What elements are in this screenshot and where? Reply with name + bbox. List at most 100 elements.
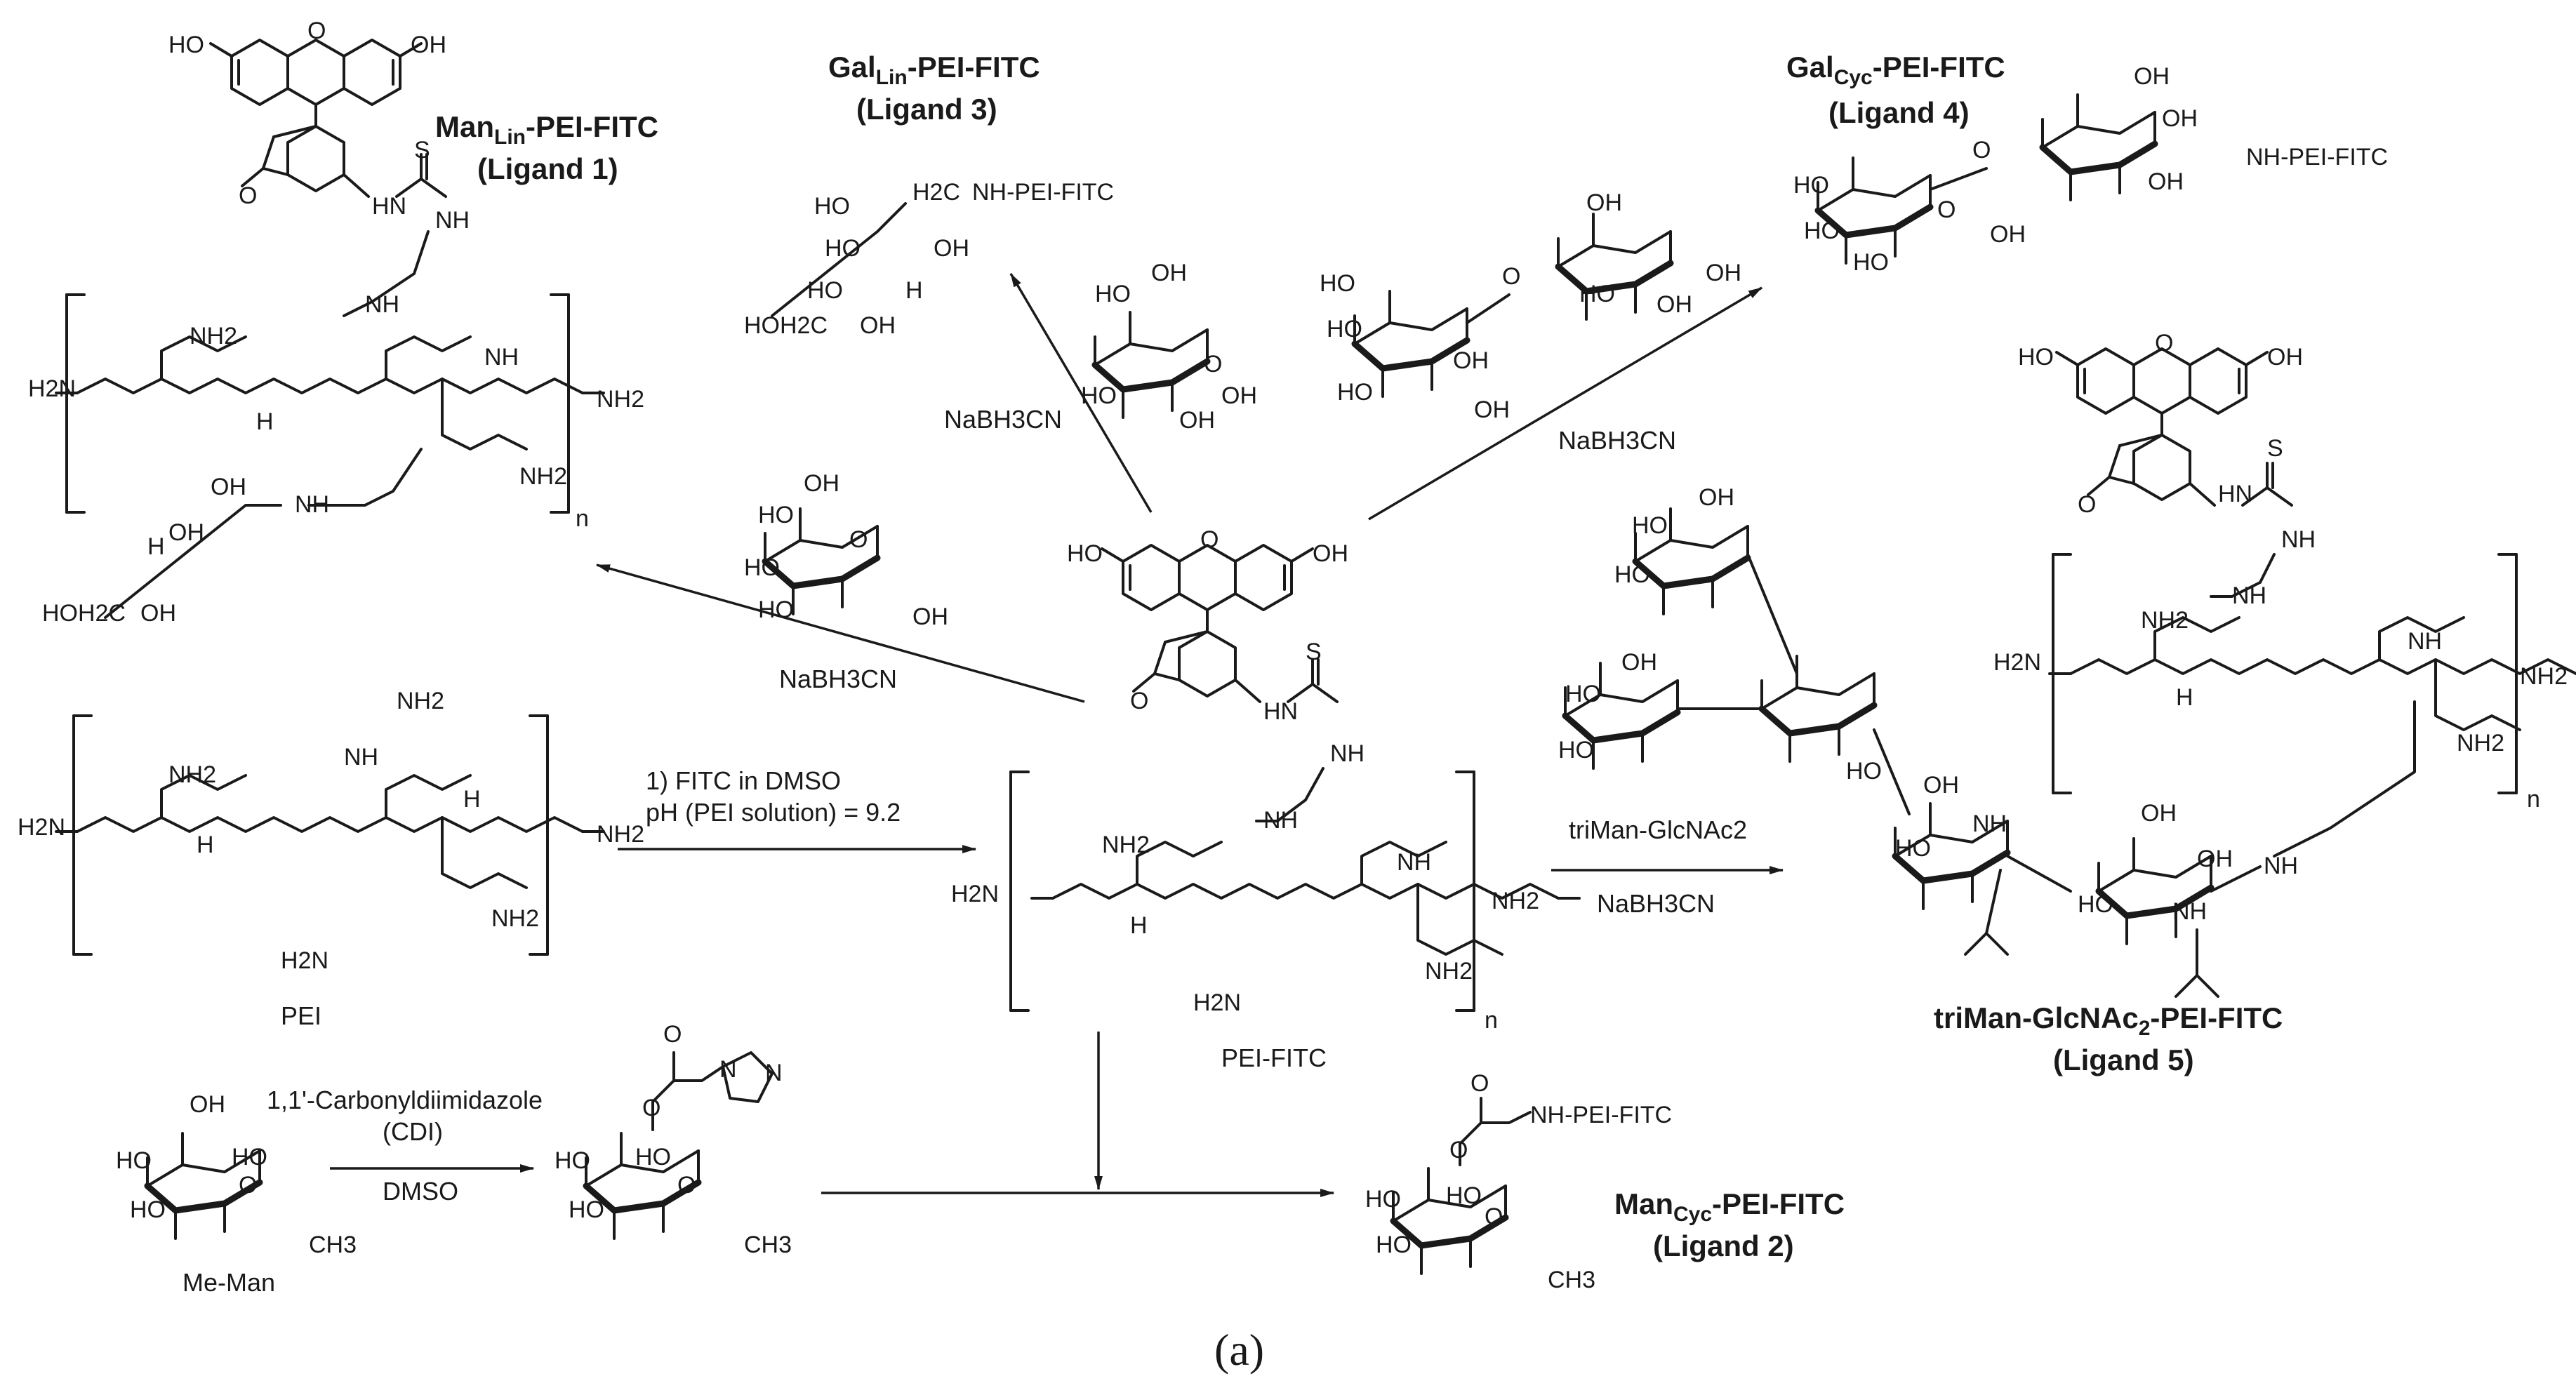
ligand5-man2-ho2: HO [1558, 737, 1594, 763]
me-man-oh-top: OH [190, 1091, 225, 1118]
mannose-o: O [849, 526, 868, 553]
pei-nh-b: H [463, 786, 481, 813]
ligand1-nh-a: H [256, 408, 274, 435]
reductant-ligand4: NaBH3CN [1558, 426, 1676, 455]
pei-nh2-end: NH2 [597, 821, 644, 848]
ligand4-structure: O OH OH OH NH-PEI-FITC HO HO HO OH O [1793, 63, 2388, 276]
ligand5-man3-ho: HO [1846, 758, 1882, 785]
pei-fitc-carbonyl-o: O [1130, 688, 1148, 714]
ligand3-oh3: HO [825, 235, 861, 262]
mannose-reagent: OH HO HO HO O OH [744, 470, 948, 630]
ligand5-man2-oh: OH [1621, 649, 1657, 676]
ligand3-label: (Ligand 3) [856, 93, 997, 126]
ligand5-man2-ho: HO [1565, 681, 1601, 707]
disaccharide-oh-e: OH [1453, 347, 1489, 374]
galactose-oh-top: OH [1151, 260, 1187, 286]
ligand1-h2n: H2N [28, 375, 76, 402]
pei-top-nh2: NH2 [397, 688, 444, 714]
ligand5-h2n: H2N [1993, 649, 2041, 676]
cdi-och3: CH3 [744, 1232, 792, 1258]
galactose-oh-c1: OH [1221, 382, 1257, 409]
pei-fitc-nh-a: H [1130, 912, 1148, 939]
ligand5-carbonyl-o: O [2078, 491, 2096, 518]
pei-fitc-hn: HN [1263, 698, 1298, 725]
ligand5-nh-link: NH [2232, 582, 2266, 609]
ligand1-title: ManLin-PEI-FITC [435, 110, 658, 149]
ligand2-o-ring: O [1485, 1203, 1503, 1230]
pei-h: H [197, 832, 214, 858]
ligand3-nh-pei: NH-PEI-FITC [972, 179, 1114, 206]
ligand5-fitc-ho: HO [2018, 344, 2054, 371]
ligand5-nh: NH [2281, 526, 2316, 553]
ligand5-glc2-oh2: OH [2197, 846, 2233, 872]
ligand4-ho-c: HO [1853, 249, 1889, 276]
ligand5-nh2-lower: NH2 [2457, 730, 2504, 756]
condition-fitc-dmso: 1) FITC in DMSO [646, 766, 841, 795]
pei-fitc-nh2-lower: NH2 [1425, 958, 1473, 985]
pei-fitc-o-ring: O [1200, 526, 1219, 553]
me-man-label: Me-Man [182, 1268, 275, 1297]
pei-fitc-ho: HO [1067, 540, 1103, 567]
ligand5-man1-oh: OH [1699, 484, 1734, 511]
condition-cdi: 1,1'-Carbonyldiimidazole [267, 1086, 543, 1114]
pei-fitc-nh-link: NH [1263, 807, 1298, 834]
disaccharide-oh-c: OH [1657, 291, 1692, 318]
ligand4-oh-a: OH [2134, 63, 2170, 90]
pei-nh: NH [344, 744, 378, 770]
ligand1-repeat-n: n [576, 505, 589, 532]
cdi-o-ring: O [677, 1172, 696, 1199]
pei-fitc-h2n: H2N [951, 881, 999, 907]
reductant-ligand3: NaBH3CN [944, 405, 1062, 434]
pei-fitc-h2n-lower: H2N [1193, 989, 1241, 1016]
condition-triman: triMan-GlcNAc2 [1569, 815, 1747, 844]
ligand5-label: (Ligand 5) [2053, 1043, 2194, 1076]
ligand3-oh2: OH [934, 235, 969, 262]
cdi-o-link: O [642, 1095, 660, 1121]
ligand5-nh-b: NH [2408, 628, 2442, 655]
ligand4-label: (Ligand 4) [1828, 96, 1970, 129]
ligand1-mannitol-oh2: OH [168, 519, 204, 546]
disaccharide-ho-c: HO [1337, 379, 1373, 406]
ligand5-glc2-nh: NH [2172, 898, 2207, 925]
ligand1-fitc-oh-left: HO [168, 32, 204, 58]
galactose-oh-bottom: HO [1081, 382, 1117, 409]
pei-fitc-nh: NH [1330, 740, 1365, 767]
ligand4-link-o: O [1972, 137, 1991, 164]
cdi-ho-b: HO [569, 1196, 604, 1223]
pei-h2n-lower: H2N [281, 947, 328, 974]
ligand1-fitc-o: O [307, 18, 326, 44]
cdi-carbonyl-o: O [663, 1021, 682, 1048]
ligand4-ho-b: HO [1804, 218, 1840, 244]
ligand4-oh-b: OH [2162, 105, 2198, 132]
pei-fitc-label: PEI-FITC [1221, 1043, 1327, 1072]
ligand1-mannitol-h: H [147, 533, 165, 560]
arrow-to-ligand4 [1368, 286, 1762, 521]
ligand1-hn: HN [372, 193, 406, 220]
pei-nh2-lower: NH2 [491, 905, 539, 932]
ligand4-oh-c: OH [2148, 168, 2184, 195]
ligand5-man1-ho2: HO [1614, 561, 1650, 588]
me-man-ho-a: HO [116, 1147, 152, 1174]
ligand1-carbonyl-o: O [239, 182, 257, 209]
reductant-ligand1: NaBH3CN [779, 665, 897, 693]
disaccharide-oh-b: HO [1579, 281, 1615, 307]
cdi-intermediate-structure: O O N N HO HO HO O CH3 [555, 1021, 792, 1258]
disaccharide-link-o: O [1502, 263, 1520, 290]
ligand1-s: S [414, 137, 430, 164]
ligand5-structure: HO OH O O HN S NH NH H2N NH2 NH2 H NH NH… [1558, 330, 2576, 998]
disaccharide-reagent: O OH HO OH OH HO HO HO OH OH [1320, 189, 1741, 423]
condition-ph: pH (PEI solution) = 9.2 [646, 798, 901, 827]
mannose-ho-b: HO [744, 554, 780, 581]
condition-dmso: DMSO [383, 1177, 458, 1206]
pei-fitc-oh: OH [1313, 540, 1348, 567]
ligand5-glc2-ho: HO [2078, 891, 2113, 918]
pei-label: PEI [281, 1001, 321, 1030]
me-man-o: O [239, 1172, 257, 1199]
pei-fitc-branch-nh2: NH2 [1102, 832, 1150, 858]
pei-branch-nh2: NH2 [168, 761, 216, 788]
mannose-ho-a: HO [758, 502, 794, 528]
pei-fitc-nh2-end: NH2 [1492, 888, 1539, 914]
ligand2-och3: CH3 [1548, 1267, 1595, 1293]
ligand5-glc1-oh: OH [1923, 772, 1959, 799]
